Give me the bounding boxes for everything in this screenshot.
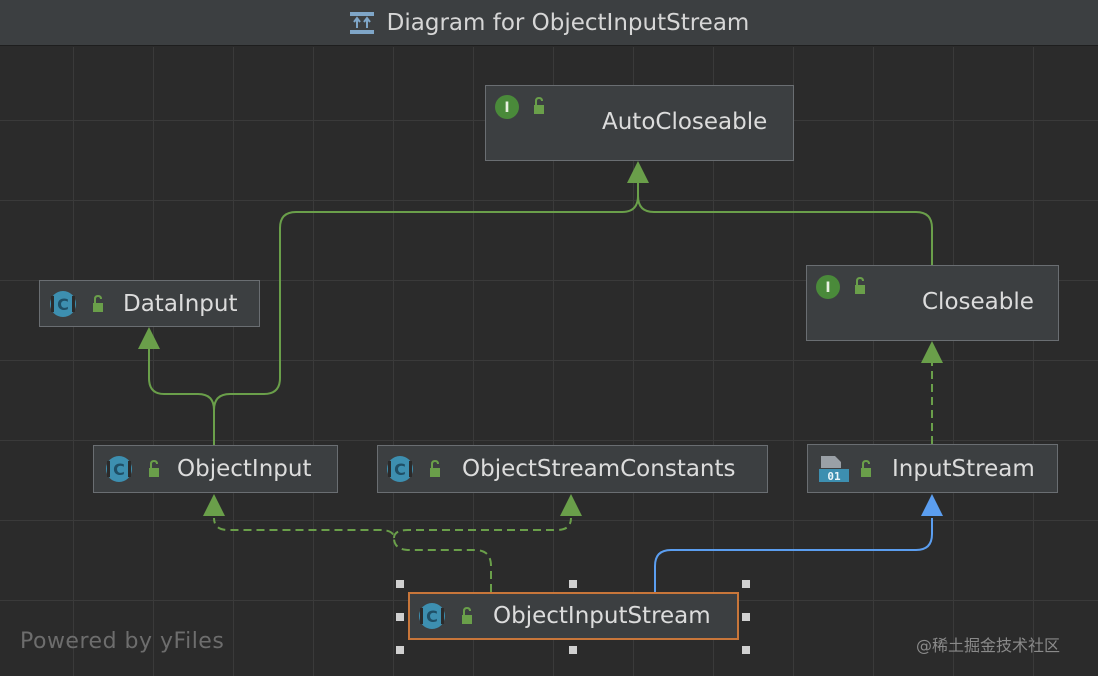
resize-handle-bottom-left[interactable] (396, 646, 404, 654)
class-icon: C (419, 603, 472, 629)
edge-objectinputstream-objectstreamconstants (393, 517, 572, 539)
interface-icon: I (816, 275, 865, 299)
watermark: @稀土掘金技术社区 (916, 636, 1061, 655)
node-objectinputstream[interactable]: C ObjectInputStream (408, 592, 739, 640)
edge-closeable-autocloseable (637, 195, 933, 265)
powered-by-label: Powered by yFiles (20, 629, 225, 654)
arrowhead (138, 327, 160, 349)
arrowhead (921, 494, 943, 516)
node-label: ObjectInputStream (493, 603, 711, 629)
interface-icon: I (495, 95, 544, 119)
diagram-canvas[interactable] (0, 47, 1098, 676)
edge-objectinputstream-inputstream (654, 518, 933, 592)
node-objectinput[interactable]: C ObjectInput (93, 445, 338, 493)
node-label: DataInput (123, 290, 238, 317)
edge-objectinputstream-objectinput (213, 517, 492, 592)
node-autocloseable[interactable]: I AutoCloseable (485, 85, 794, 161)
edge-objectinput-autocloseable (213, 183, 639, 445)
resize-handle-top-right[interactable] (742, 580, 750, 588)
svg-text:C: C (394, 460, 406, 479)
resize-handle-top-left[interactable] (396, 580, 404, 588)
diagram-title-bar: Diagram for ObjectInputStream (0, 0, 1098, 46)
resize-handle-bottom-right[interactable] (742, 646, 750, 654)
svg-text:I: I (825, 280, 830, 296)
svg-text:C: C (426, 607, 438, 626)
resize-handle-right[interactable] (742, 613, 750, 621)
resize-handle-left[interactable] (396, 613, 404, 621)
node-label: AutoCloseable (602, 109, 768, 135)
node-label: Closeable (922, 289, 1034, 315)
diagram-title: Diagram for ObjectInputStream (386, 9, 750, 36)
node-inputstream[interactable]: 01 InputStream (807, 444, 1058, 493)
resize-handle-top[interactable] (569, 580, 577, 588)
arrowhead (627, 161, 649, 183)
arrowhead (921, 341, 943, 363)
class-icon: C (106, 456, 159, 482)
node-datainput[interactable]: C DataInput (39, 280, 260, 327)
node-label: ObjectStreamConstants (462, 456, 736, 482)
class-icon: C (387, 456, 440, 482)
svg-text:01: 01 (827, 470, 841, 483)
abstract-class-icon: 01 (819, 455, 871, 483)
svg-text:I: I (504, 100, 509, 116)
class-icon: C (50, 290, 103, 317)
svg-text:C: C (113, 460, 125, 479)
svg-text:C: C (57, 295, 69, 314)
arrowhead (203, 494, 225, 516)
arrowhead (560, 494, 582, 516)
node-closeable[interactable]: I Closeable (806, 265, 1059, 341)
edge-objectinput-datainput (148, 349, 215, 445)
node-objectstreamconstants[interactable]: C ObjectStreamConstants (377, 445, 768, 493)
diagram-icon (349, 11, 374, 34)
resize-handle-bottom[interactable] (569, 646, 577, 654)
node-label: ObjectInput (177, 456, 312, 482)
node-label: InputStream (892, 455, 1035, 482)
